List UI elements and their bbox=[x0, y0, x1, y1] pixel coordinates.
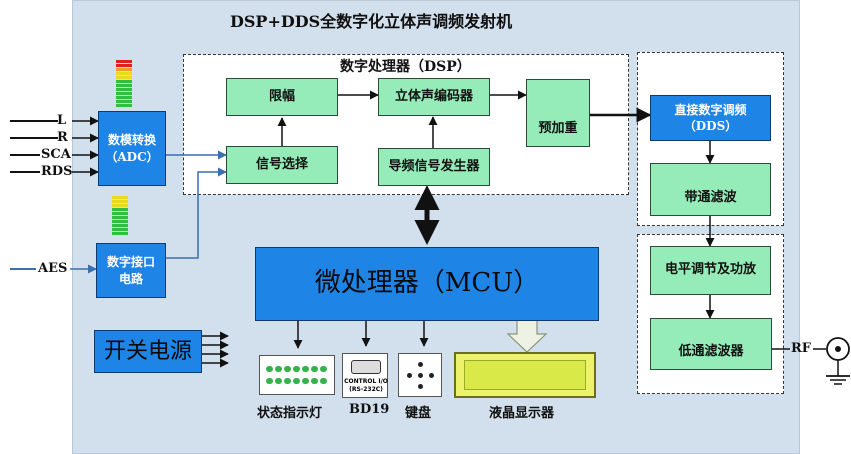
dds-label: 直接数字调频 bbox=[674, 102, 747, 117]
bd19-connector: CONTROL I/O (RS-232C) bbox=[342, 353, 388, 398]
input-label-sca: SCA bbox=[41, 147, 71, 162]
db9-port-icon bbox=[351, 360, 381, 374]
lcd-label: 液晶显示器 bbox=[489, 406, 555, 421]
level-amp-block: 电平调节及功放 bbox=[650, 246, 771, 295]
signal-select-block: 信号选择 bbox=[226, 146, 338, 184]
rf-output-label: RF bbox=[791, 341, 812, 356]
input-label-r: R bbox=[57, 130, 68, 145]
lowpass-filter-block: 低通滤波器 bbox=[650, 318, 772, 370]
digital-interface-label: 数字接口 bbox=[106, 255, 155, 270]
power-supply-block: 开关电源 bbox=[94, 330, 202, 373]
lcd-screen bbox=[464, 360, 586, 390]
level-meter-adc bbox=[116, 60, 132, 107]
pilot-generator-block: 导频信号发生器 bbox=[378, 148, 490, 186]
bandpass-filter-block: 带通滤波 bbox=[650, 163, 771, 216]
adc-label: 数模转换 bbox=[107, 133, 156, 148]
stereo-encoder-block: 立体声编码器 bbox=[378, 78, 490, 116]
input-label-rds: RDS bbox=[41, 164, 73, 179]
bd19-label: BD19 bbox=[349, 402, 390, 417]
connector-caption: CONTROL I/O (RS-232C) bbox=[344, 378, 388, 394]
input-label-aes: AES bbox=[38, 261, 68, 276]
connector-caption-line2: (RS-232C) bbox=[349, 386, 383, 393]
dds-block: 直接数字调频 （DDS） bbox=[650, 95, 771, 141]
level-meter-digital bbox=[112, 196, 128, 235]
digital-interface-sub-label: 电路 bbox=[118, 271, 143, 286]
preemphasis-label: 预加重 bbox=[538, 120, 578, 136]
connector-caption-line1: CONTROL I/O bbox=[344, 378, 388, 385]
bandpass-label: 带通滤波 bbox=[684, 189, 737, 205]
diagram-title: DSP+DDS全数字化立体声调频发射机 bbox=[230, 12, 513, 31]
limiter-block: 限幅 bbox=[226, 78, 338, 116]
adc-block: 数模转换 （ADC） bbox=[98, 111, 166, 186]
lowpass-label: 低通滤波器 bbox=[678, 343, 744, 359]
lcd-display bbox=[454, 352, 596, 398]
adc-sub-label: （ADC） bbox=[105, 149, 159, 164]
keyboard-icon bbox=[398, 353, 442, 397]
input-label-l: L bbox=[57, 113, 67, 128]
preemphasis-block: 预加重 bbox=[526, 79, 590, 147]
status-lights-label: 状态指示灯 bbox=[257, 406, 323, 421]
dds-sub-label: （DDS） bbox=[683, 119, 738, 133]
keyboard-label: 键盘 bbox=[405, 406, 432, 421]
dsp-group-title: 数字处理器（DSP） bbox=[340, 59, 471, 75]
mcu-block: 微处理器（MCU） bbox=[255, 247, 599, 321]
digital-interface-block: 数字接口 电路 bbox=[96, 243, 166, 298]
status-light-panel bbox=[259, 355, 335, 395]
